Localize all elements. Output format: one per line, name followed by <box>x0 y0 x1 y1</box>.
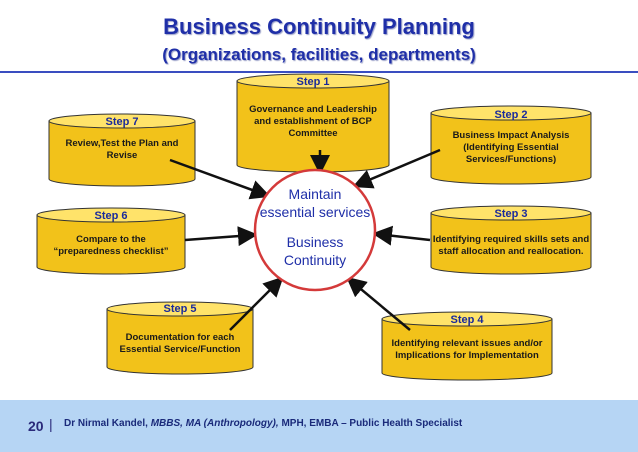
step-1-description-line: Governance and Leadership <box>249 104 377 115</box>
author-degrees: MBBS, MA (Anthropology), <box>150 418 279 429</box>
step-7-description-line: Review,Test the Plan and <box>65 138 179 149</box>
step-3-cylinder <box>430 205 592 275</box>
author-credit: Dr Nirmal Kandel, MBBS, MA (Anthropology… <box>64 418 462 429</box>
arrow-step-4-to-center <box>346 276 411 331</box>
step-7-label: Step 7 <box>105 116 139 128</box>
step-2-cylinder <box>430 105 592 185</box>
step-4-description-line: Identifying relevant issues and/or <box>391 338 543 349</box>
footer-bar: 20 | Dr Nirmal Kandel, MBBS, MA (Anthrop… <box>0 400 638 452</box>
step-6-description-line: Compare to the <box>76 234 146 245</box>
step-2-description: Business Impact Analysis(Identifying Ess… <box>431 130 591 166</box>
step-6-cylinder <box>36 207 186 275</box>
step-2-label: Step 2 <box>494 109 528 121</box>
step-3-description-line: staff allocation and reallocation. <box>438 246 584 257</box>
step-2-description-line: Business Impact Analysis <box>452 130 570 141</box>
step-6-label: Step 6 <box>94 210 128 222</box>
step-3: Step 3 Identifying required skills sets a… <box>431 206 591 274</box>
footer-separator: | <box>49 416 53 432</box>
arrow-step-2-to-center <box>352 148 441 189</box>
step-6-description: Compare to the“preparedness checklist” <box>37 234 185 258</box>
arrow-step-3-to-center <box>372 225 431 246</box>
step-6: Step 6 Compare to the“preparedness checkl… <box>37 208 185 274</box>
arrow-step-6-to-center <box>184 226 258 247</box>
title-divider <box>0 71 638 73</box>
step-4-cylinder <box>381 311 553 381</box>
step-1-description-line: and establishment of BCP <box>254 116 372 127</box>
step-2-description-line: (Identifying Essential <box>463 142 559 153</box>
page-title: Business Continuity Planning <box>163 14 475 39</box>
step-6-description-line: “preparedness checklist” <box>53 246 169 257</box>
step-3-description-line: Identifying required skills sets and <box>432 234 590 245</box>
step-4-description-line: Implications for Implementation <box>395 350 539 361</box>
arrow-step-7-to-center <box>169 158 271 200</box>
step-3-label: Step 3 <box>494 208 528 220</box>
step-5-label: Step 5 <box>163 303 197 315</box>
center-label-business: Business <box>286 234 344 250</box>
step-1-description-line: Committee <box>288 128 338 139</box>
center-label-maintain: Maintain <box>288 186 342 202</box>
author-rest: MPH, EMBA – Public Health Specialist <box>281 418 463 429</box>
step-4-label: Step 4 <box>450 314 484 326</box>
page-subtitle: (Organizations, facilities, departments) <box>162 45 476 64</box>
step-4: Step 4 Identifying relevant issues and/or… <box>382 312 552 380</box>
step-1-cylinder <box>236 73 390 173</box>
step-2: Step 2 Business Impact Analysis(Identifyi… <box>431 106 591 184</box>
step-1-label: Step 1 <box>296 76 330 88</box>
arrow-step-5-to-center <box>229 276 284 331</box>
center-label-essential: essential services <box>259 204 371 220</box>
step-2-description-line: Services/Functions) <box>465 154 557 165</box>
center-circle <box>253 168 377 292</box>
step-7-description-line: Revise <box>106 150 138 161</box>
center-label-continuity: Continuity <box>283 252 347 268</box>
step-5-cylinder <box>106 301 254 375</box>
step-5-description-line: Documentation for each <box>125 332 235 343</box>
page-number: 20 <box>28 418 44 434</box>
author-name: Dr Nirmal Kandel, <box>64 418 148 429</box>
step-7-cylinder <box>48 113 196 187</box>
step-5-description-line: Essential Service/Function <box>119 344 241 355</box>
